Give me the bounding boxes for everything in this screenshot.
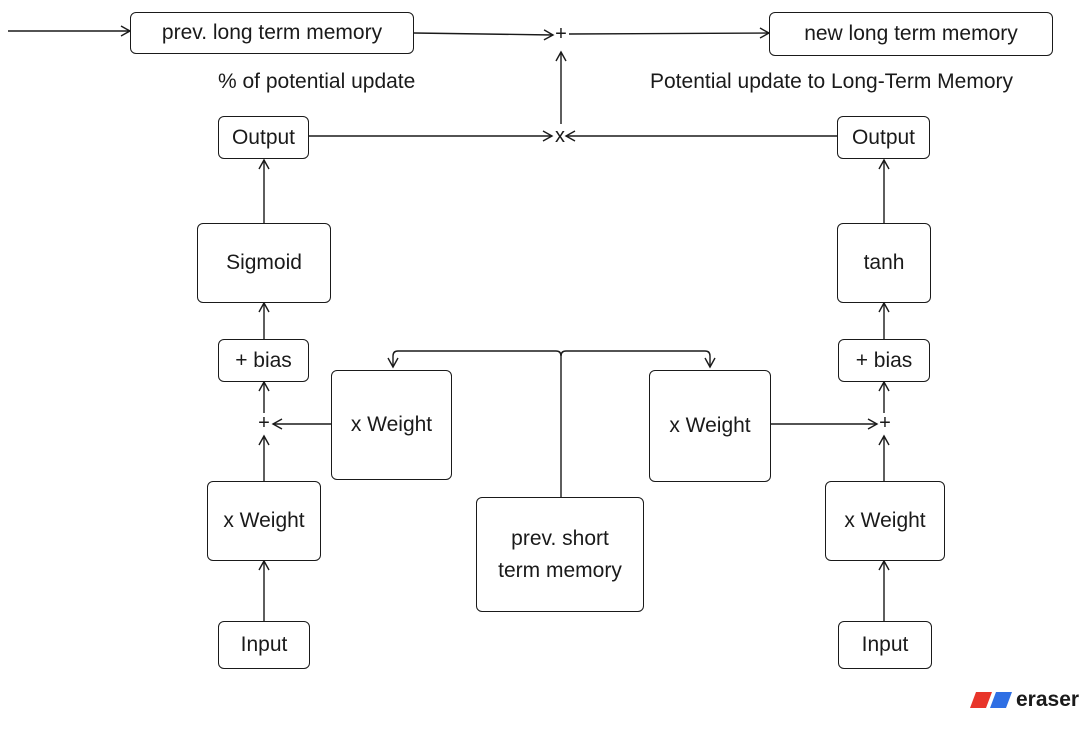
eraser-logo: eraser: [970, 688, 1079, 712]
right-plus-operator: +: [879, 412, 891, 434]
weight-bottom-left-node: x Weight: [207, 481, 321, 561]
weight-bottom-right-node: x Weight: [825, 481, 945, 561]
tanh-node: tanh: [837, 223, 931, 303]
weight-mid-right-node: x Weight: [649, 370, 771, 482]
bias-left-node: + bias: [218, 339, 309, 382]
arrow-plus-to-new-ltm: [568, 27, 771, 39]
input-right-node: Input: [838, 621, 932, 669]
sigmoid-node: Sigmoid: [197, 223, 331, 303]
left-caption: % of potential update: [218, 70, 416, 93]
eraser-logo-icon: [970, 692, 1012, 708]
prev-short-term-memory-node: prev. short term memory: [476, 497, 644, 612]
input-left-node: Input: [218, 621, 310, 669]
new-long-term-memory-node: new long term memory: [769, 12, 1053, 56]
weight-mid-left-node: x Weight: [331, 370, 452, 480]
output-left-node: Output: [218, 116, 309, 159]
eraser-logo-text: eraser: [1016, 688, 1080, 711]
multiply-operator: x: [555, 125, 565, 147]
output-right-node: Output: [837, 116, 930, 159]
top-plus-operator: +: [555, 23, 567, 45]
arrow-stm-to-weight-mid-right: [560, 350, 716, 369]
bias-right-node: + bias: [838, 339, 930, 382]
prev-long-term-memory-node: prev. long term memory: [130, 12, 414, 54]
left-plus-operator: +: [258, 412, 270, 434]
right-caption: Potential update to Long-Term Memory: [650, 70, 1014, 93]
arrow-prev-ltm-to-plus: [413, 29, 555, 41]
